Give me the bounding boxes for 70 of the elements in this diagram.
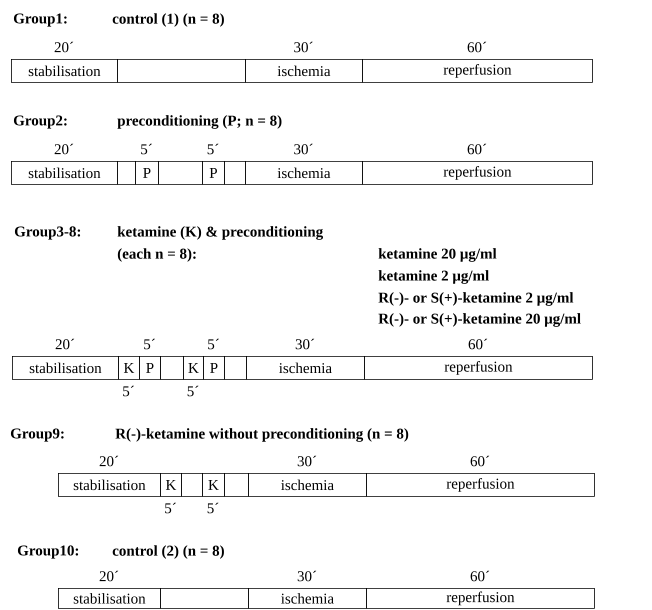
timeline-segment: ischemia	[246, 356, 365, 380]
group-description: (each n = 8):	[118, 248, 196, 262]
empty-segment	[160, 588, 249, 609]
empty-segment	[224, 473, 249, 497]
timeline-segment: K	[183, 356, 204, 380]
duration-label: 30´	[294, 144, 313, 154]
duration-label: 20´	[100, 456, 118, 466]
timeline-segment: P	[135, 161, 159, 185]
timeline-segment: stabilisation	[12, 356, 119, 380]
duration-label: 60´	[468, 144, 486, 154]
group-description: control (1) (n = 8)	[112, 13, 224, 27]
timeline-segment: stabilisation	[58, 588, 161, 609]
timeline-segment: ischemia	[245, 161, 363, 185]
timeline-segment: ischemia	[245, 59, 363, 83]
duration-label: 20´	[54, 144, 74, 154]
empty-segment	[117, 161, 136, 185]
duration-label: 30´	[298, 570, 316, 582]
timeline-segment: K	[118, 356, 140, 380]
duration-label: 20´	[54, 42, 74, 52]
duration-label: 60´	[470, 570, 490, 582]
timeline-segment: reperfusion	[362, 59, 593, 83]
duration-label: 20´	[100, 570, 118, 582]
duration-label: 5´	[144, 338, 155, 350]
duration-label: 30´	[296, 338, 314, 350]
empty-segment	[160, 356, 184, 380]
timeline-segment: P	[202, 161, 225, 185]
timeline-segment: ischemia	[248, 588, 367, 609]
group-description: ketamine (K) & preconditioning	[118, 226, 324, 240]
duration-label: 30´	[298, 456, 316, 466]
timeline-segment: stabilisation	[58, 473, 161, 497]
dose-label: ketamine 2 μg/ml	[378, 270, 489, 284]
group-heading: Group3-8:	[14, 226, 80, 240]
timeline-segment: reperfusion	[364, 356, 593, 380]
group-heading: Group2:	[14, 115, 67, 129]
group-heading: Group10:	[18, 545, 78, 559]
duration-label: 5´	[208, 338, 219, 350]
dose-label: R(-)- or S(+)-ketamine 20 μg/ml	[378, 313, 581, 327]
duration-label: 5´	[188, 386, 198, 396]
timeline-segment: reperfusion	[362, 161, 593, 185]
duration-label: 5´	[208, 502, 218, 514]
duration-label: 5´	[208, 144, 218, 154]
duration-label: 5´	[123, 386, 134, 396]
empty-segment	[181, 473, 203, 497]
duration-label: 60´	[470, 456, 490, 466]
timeline-segment: reperfusion	[366, 473, 595, 497]
timeline-segment: reperfusion	[366, 588, 595, 609]
timeline-segment: P	[203, 356, 225, 380]
timeline-segment: ischemia	[248, 473, 367, 497]
group-description: control (2) (n = 8)	[112, 545, 224, 559]
empty-segment	[117, 59, 246, 83]
empty-segment	[224, 356, 247, 380]
duration-label: 30´	[294, 42, 313, 52]
empty-segment	[224, 161, 246, 185]
timeline-segment: stabilisation	[11, 161, 118, 185]
empty-segment	[158, 161, 203, 185]
timeline-segment: K	[202, 473, 225, 497]
duration-label: 60´	[468, 42, 486, 52]
duration-label: 20´	[56, 338, 74, 350]
duration-label: 5´	[141, 144, 152, 154]
timeline-segment: K	[160, 473, 182, 497]
group-description: preconditioning (P; n = 8)	[117, 115, 282, 129]
dose-label: R(-)- or S(+)-ketamine 2 μg/ml	[378, 292, 574, 306]
dose-label: ketamine 20 μg/ml	[378, 248, 496, 262]
timeline-segment: stabilisation	[11, 59, 118, 83]
group-heading: Group1:	[14, 13, 67, 27]
group-description: R(-)-ketamine without preconditioning (n = 8)	[115, 428, 408, 442]
group-heading: Group9:	[10, 428, 64, 442]
duration-label: 60´	[468, 338, 488, 350]
duration-label: 5´	[165, 502, 176, 514]
timeline-segment: P	[139, 356, 161, 380]
